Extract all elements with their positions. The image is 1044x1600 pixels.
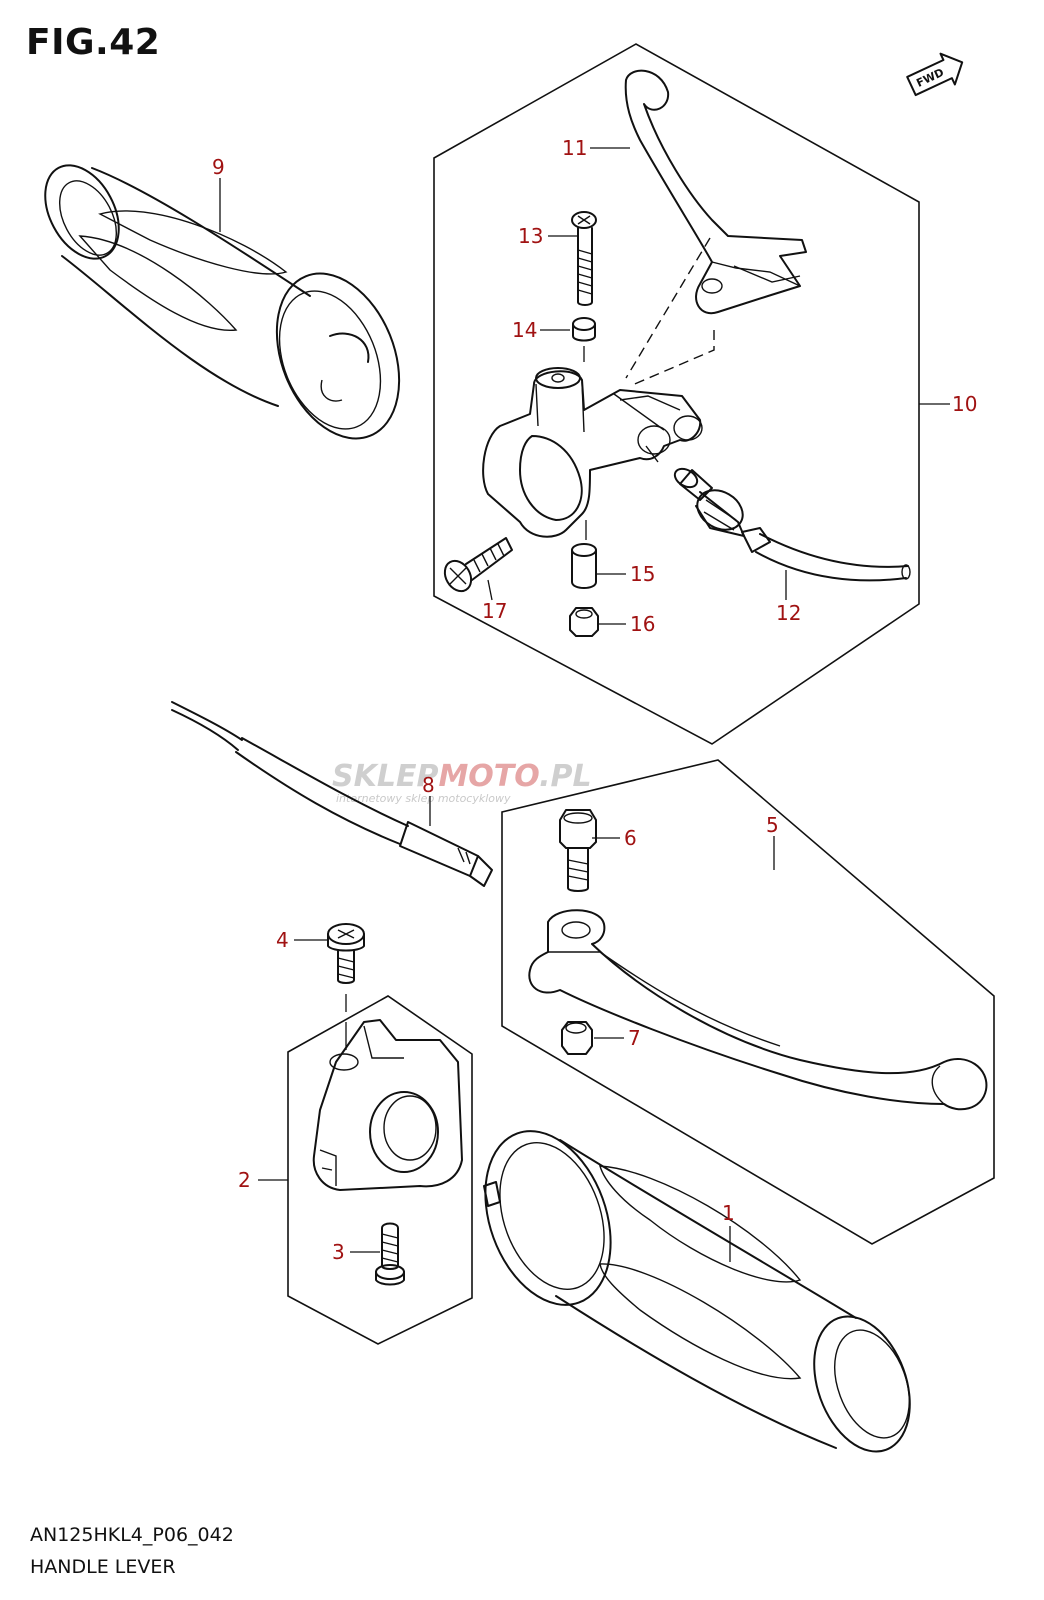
leader-lines xyxy=(219,147,950,1262)
part-15-spacer xyxy=(571,543,597,589)
callout-2: 2 xyxy=(238,1168,251,1192)
assembly-guide-lever xyxy=(625,237,711,379)
assembly-box-2 xyxy=(287,995,473,1345)
part-8-cable xyxy=(171,701,493,887)
callout-16: 16 xyxy=(630,612,655,636)
callout-6: 6 xyxy=(624,826,637,850)
watermark-brand-suffix: .PL xyxy=(539,759,592,794)
part-4-screw xyxy=(327,923,365,1012)
part-16-nut xyxy=(569,607,599,637)
figure-title: FIG.42 xyxy=(26,22,161,63)
callouts: 1 2 3 4 5 6 7 8 9 10 11 12 13 14 15 16 1… xyxy=(212,136,977,1264)
callout-10: 10 xyxy=(952,392,977,416)
arrow-right-icon xyxy=(906,52,964,97)
callout-4: 4 xyxy=(276,928,289,952)
figure-name: HANDLE LEVER xyxy=(30,1556,176,1578)
svg-text:SKLEPMOTO.PL: SKLEPMOTO.PL xyxy=(332,759,592,794)
callout-1: 1 xyxy=(722,1201,735,1225)
leader-17 xyxy=(487,579,493,601)
callout-3: 3 xyxy=(332,1240,345,1264)
figure-code: AN125HKL4_P06_042 xyxy=(30,1524,234,1546)
part-5-lever xyxy=(528,909,988,1111)
watermark: SKLEPMOTO.PL internetowy sklep motocyklo… xyxy=(332,759,592,805)
watermark-tagline: internetowy sklep motocyklowy xyxy=(336,792,511,805)
callout-12: 12 xyxy=(776,601,801,625)
part-9-left-grip xyxy=(44,164,401,440)
part-17-screw xyxy=(443,537,513,593)
callout-7: 7 xyxy=(628,1026,641,1050)
callout-13: 13 xyxy=(518,224,543,248)
part-3-screw xyxy=(375,1222,405,1286)
callout-15: 15 xyxy=(630,562,655,586)
assembly-box-5 xyxy=(501,759,995,1245)
part-6-bolt xyxy=(559,809,597,892)
part-13-bolt xyxy=(571,211,597,306)
part-12-switch xyxy=(673,467,911,582)
part-1-right-grip xyxy=(483,1130,911,1453)
part-10-bracket xyxy=(482,367,703,540)
fwd-badge: FWD xyxy=(906,52,964,97)
assembly-box-10 xyxy=(433,43,920,745)
callout-17: 17 xyxy=(482,599,507,623)
part-2-housing xyxy=(312,1019,463,1191)
callout-11: 11 xyxy=(562,136,587,160)
watermark-brand-gray: SKLEP xyxy=(332,759,438,794)
fwd-label: FWD xyxy=(914,66,946,90)
callout-5: 5 xyxy=(766,813,779,837)
callout-9: 9 xyxy=(212,155,225,179)
part-7-nut xyxy=(561,1021,593,1055)
watermark-brand-red: MOTO xyxy=(438,759,539,794)
part-14-bushing xyxy=(572,317,596,362)
part-11-lever xyxy=(624,69,807,315)
assembly-guide-lever-2 xyxy=(629,330,715,387)
callout-14: 14 xyxy=(512,318,537,342)
callout-8: 8 xyxy=(422,773,435,797)
